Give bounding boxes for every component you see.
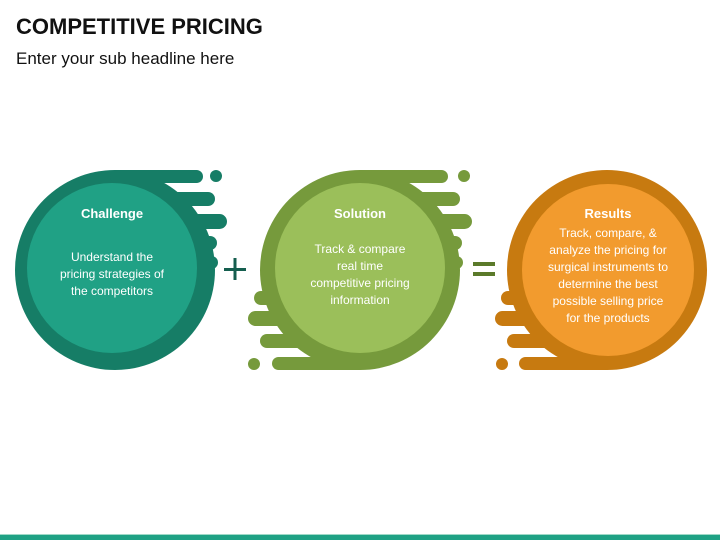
results-card: Results Track, compare, & analyze the pr… (528, 206, 688, 327)
solution-body: Track & compare real time competitive pr… (285, 241, 435, 309)
solution-body-line: real time (336, 259, 383, 273)
challenge-body: Understand the pricing strategies of the… (37, 249, 187, 300)
plus-icon (224, 258, 246, 280)
results-heading: Results (584, 206, 632, 221)
results-body-line: analyze the pricing for (549, 243, 667, 257)
results-body: Track, compare, & analyze the pricing fo… (528, 225, 688, 327)
solution-body-line: information (330, 293, 390, 307)
results-body-line: determine the best (558, 277, 658, 291)
results-body-line: possible selling price (552, 294, 664, 308)
challenge-body-line: Understand the (70, 250, 154, 264)
solution-card: Solution Track & compare real time compe… (285, 206, 435, 309)
results-body-line: surgical instruments to (547, 260, 669, 274)
page-subtitle: Enter your sub headline here (16, 49, 235, 68)
solution-body-line: competitive pricing (310, 276, 410, 290)
challenge-inner-circle (27, 183, 197, 353)
results-inner-circle (522, 184, 694, 356)
solution-heading: Solution (334, 206, 386, 221)
challenge-card: Challenge Understand the pricing strateg… (37, 206, 187, 300)
equals-icon (473, 262, 495, 276)
challenge-body-line: the competitors (70, 284, 154, 298)
solution-inner-circle (275, 183, 445, 353)
results-body-line: for the products (566, 311, 650, 325)
page-title: COMPETITIVE PRICING (16, 14, 263, 39)
results-body-line: Track, compare, & (559, 226, 657, 240)
solution-body-line: Track & compare (314, 242, 406, 256)
challenge-heading: Challenge (80, 206, 144, 221)
challenge-body-line: pricing strategies of (59, 267, 165, 281)
footer-bar (0, 534, 720, 540)
